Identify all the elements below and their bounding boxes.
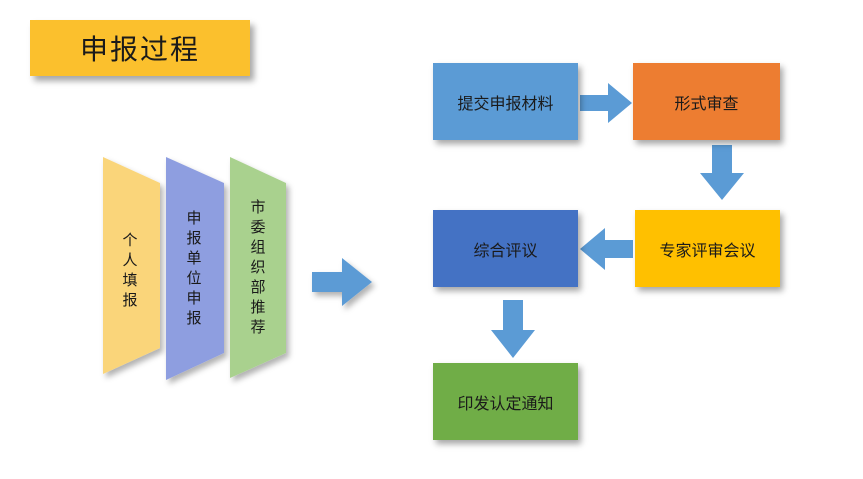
stage-shape-unit: [166, 157, 224, 380]
stage-shape-committee: [230, 157, 286, 378]
arrow-left-expert: [580, 228, 633, 270]
stage-label-individual: 个人填报: [122, 231, 138, 309]
step-submit-materials: 提交申报材料: [433, 63, 578, 140]
arrow-right-submit: [580, 83, 632, 123]
arrow-down-review: [700, 145, 744, 200]
step-formal-review: 形式审查: [633, 63, 780, 140]
step-expert-meeting: 专家评审会议: [635, 210, 780, 287]
stage-label-unit: 申报单位申报: [186, 209, 202, 327]
stage-shape-individual: [103, 157, 160, 374]
step-comprehensive-review: 综合评议: [433, 210, 578, 287]
diagram-title: 申报过程: [79, 33, 200, 66]
step-issue-notice: 印发认定通知: [433, 363, 578, 440]
arrow-down-comprehensive: [491, 300, 535, 358]
title-banner: 申报过程: [30, 20, 250, 76]
arrow-right-main: [312, 258, 372, 306]
stage-label-committee: 市委组织部推荐: [250, 198, 266, 336]
